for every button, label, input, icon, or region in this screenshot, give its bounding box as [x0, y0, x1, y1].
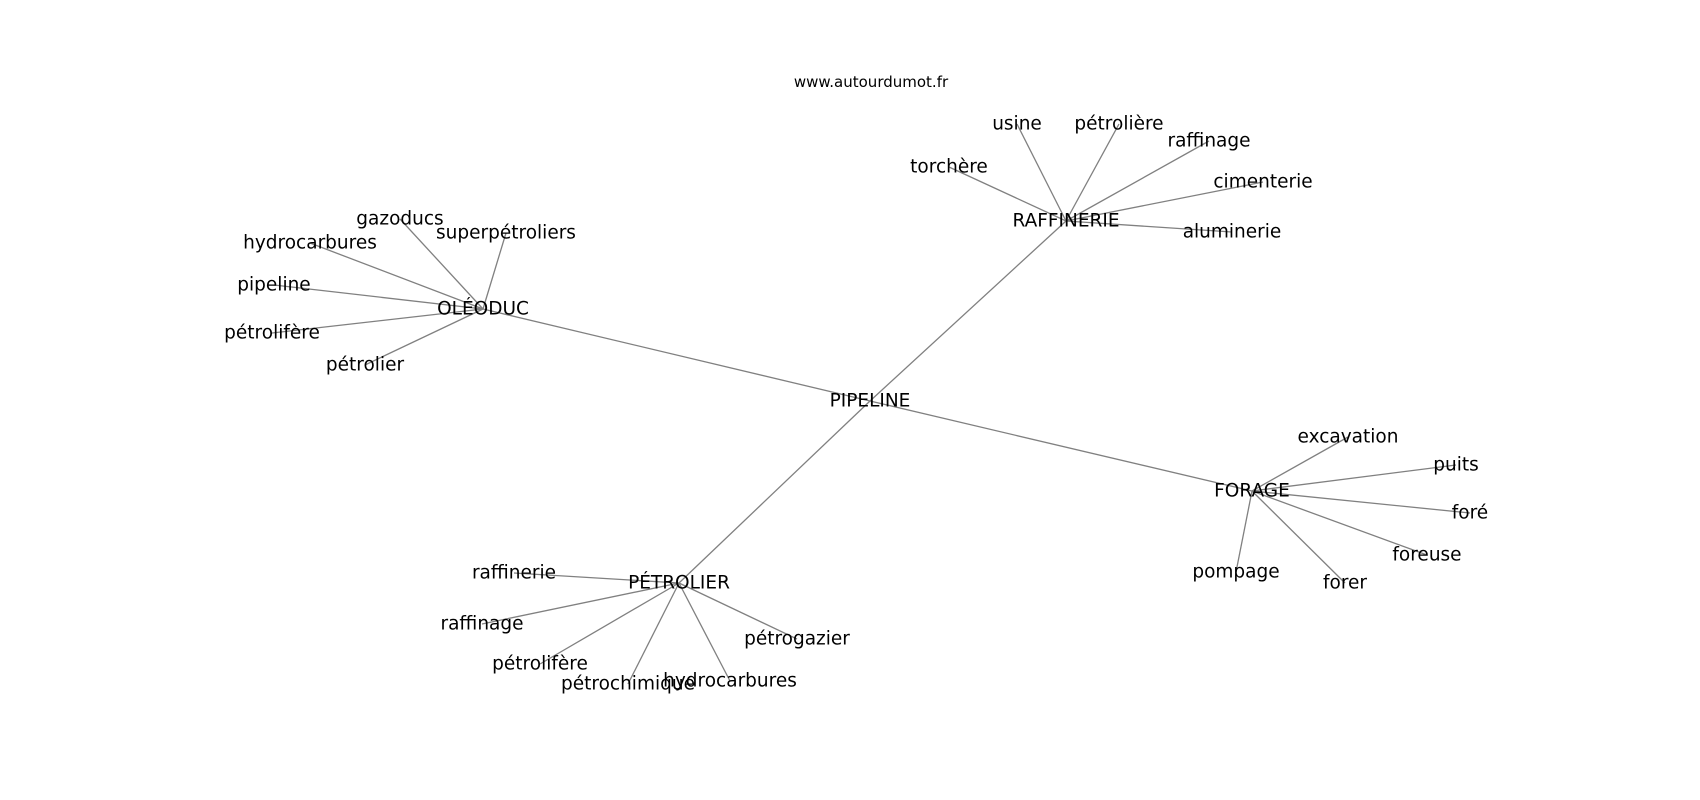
node-hub-raffinerie[interactable]: RAFFINERIE	[1012, 211, 1119, 232]
node-leaf-oleoduc-5[interactable]: pétrolier	[326, 355, 405, 376]
edge-center-raffinerie	[869, 220, 1067, 402]
node-leaf-raffinerie-1[interactable]: pétrolière	[1074, 114, 1163, 135]
edge-forage-leaf-1	[1251, 464, 1457, 492]
node-leaf-oleoduc-1[interactable]: superpétroliers	[436, 223, 576, 244]
edge-petrolier-leaf-3	[627, 582, 680, 685]
node-leaf-raffinerie-4[interactable]: cimenterie	[1213, 172, 1312, 193]
node-leaf-raffinerie-2[interactable]: raffinage	[1167, 131, 1250, 152]
node-leaf-petrolier-0[interactable]: raffinerie	[472, 563, 556, 584]
edge-oleoduc-leaf-0	[399, 218, 484, 310]
node-leaf-petrolier-1[interactable]: raffinage	[440, 614, 523, 635]
graph-edges	[271, 123, 1471, 685]
node-leaf-petrolier-3[interactable]: pétrochimique	[561, 674, 695, 695]
node-hub-forage[interactable]: FORAGE	[1214, 481, 1290, 502]
edge-raffinerie-leaf-3	[948, 166, 1067, 222]
edge-petrolier-leaf-4	[678, 582, 731, 682]
edge-center-petrolier	[678, 400, 871, 584]
edge-petrolier-leaf-5	[678, 582, 798, 640]
node-leaf-forage-2[interactable]: foré	[1452, 503, 1488, 524]
node-leaf-petrolier-2[interactable]: pétrolifère	[492, 654, 588, 675]
edge-center-forage	[869, 400, 1253, 492]
edge-raffinerie-leaf-4	[1065, 181, 1264, 222]
edge-forage-leaf-3	[1251, 490, 1428, 556]
node-leaf-forage-5[interactable]: pompage	[1192, 562, 1279, 583]
node-hub-oleoduc[interactable]: OLÉODUC	[437, 298, 529, 320]
node-leaf-oleoduc-0[interactable]: gazoducs	[356, 209, 443, 230]
edge-raffinerie-leaf-2	[1065, 140, 1210, 222]
edge-oleoduc-leaf-2	[309, 242, 484, 310]
edge-forage-leaf-0	[1251, 436, 1349, 492]
edge-oleoduc-leaf-1	[482, 232, 507, 310]
node-leaf-forage-0[interactable]: excavation	[1298, 427, 1399, 448]
edge-oleoduc-leaf-5	[364, 308, 484, 366]
edge-petrolier-leaf-0	[513, 572, 680, 584]
node-leaf-raffinerie-5[interactable]: aluminerie	[1183, 222, 1282, 243]
node-leaf-forage-1[interactable]: puits	[1433, 455, 1479, 476]
edge-oleoduc-leaf-4	[271, 308, 484, 334]
node-center-pipeline[interactable]: PIPELINE	[830, 391, 911, 412]
edge-raffinerie-leaf-0	[1016, 123, 1067, 222]
node-leaf-forage-3[interactable]: foreuse	[1392, 545, 1461, 566]
node-leaf-oleoduc-4[interactable]: pétrolifère	[224, 323, 320, 344]
edge-raffinerie-leaf-1	[1065, 123, 1120, 222]
node-leaf-raffinerie-3[interactable]: torchère	[910, 157, 988, 178]
edge-petrolier-leaf-1	[481, 582, 680, 625]
node-leaf-oleoduc-3[interactable]: pipeline	[237, 275, 310, 296]
site-watermark: www.autourdumot.fr	[793, 73, 949, 91]
node-leaf-raffinerie-0[interactable]: usine	[992, 114, 1042, 135]
node-leaf-petrolier-4[interactable]: hydrocarbures	[663, 671, 797, 692]
edge-center-oleoduc	[482, 308, 871, 402]
edge-oleoduc-leaf-3	[273, 284, 484, 310]
node-leaf-petrolier-5[interactable]: pétrogazier	[744, 629, 850, 650]
edge-forage-leaf-4	[1251, 490, 1346, 584]
edge-forage-leaf-5	[1235, 490, 1253, 573]
edge-forage-leaf-2	[1251, 490, 1471, 514]
edge-petrolier-leaf-2	[539, 582, 680, 665]
node-leaf-forage-4[interactable]: forer	[1323, 573, 1367, 594]
node-hub-petrolier[interactable]: PÉTROLIER	[628, 572, 730, 594]
edge-raffinerie-leaf-5	[1065, 220, 1233, 233]
node-leaf-oleoduc-2[interactable]: hydrocarbures	[243, 233, 377, 254]
